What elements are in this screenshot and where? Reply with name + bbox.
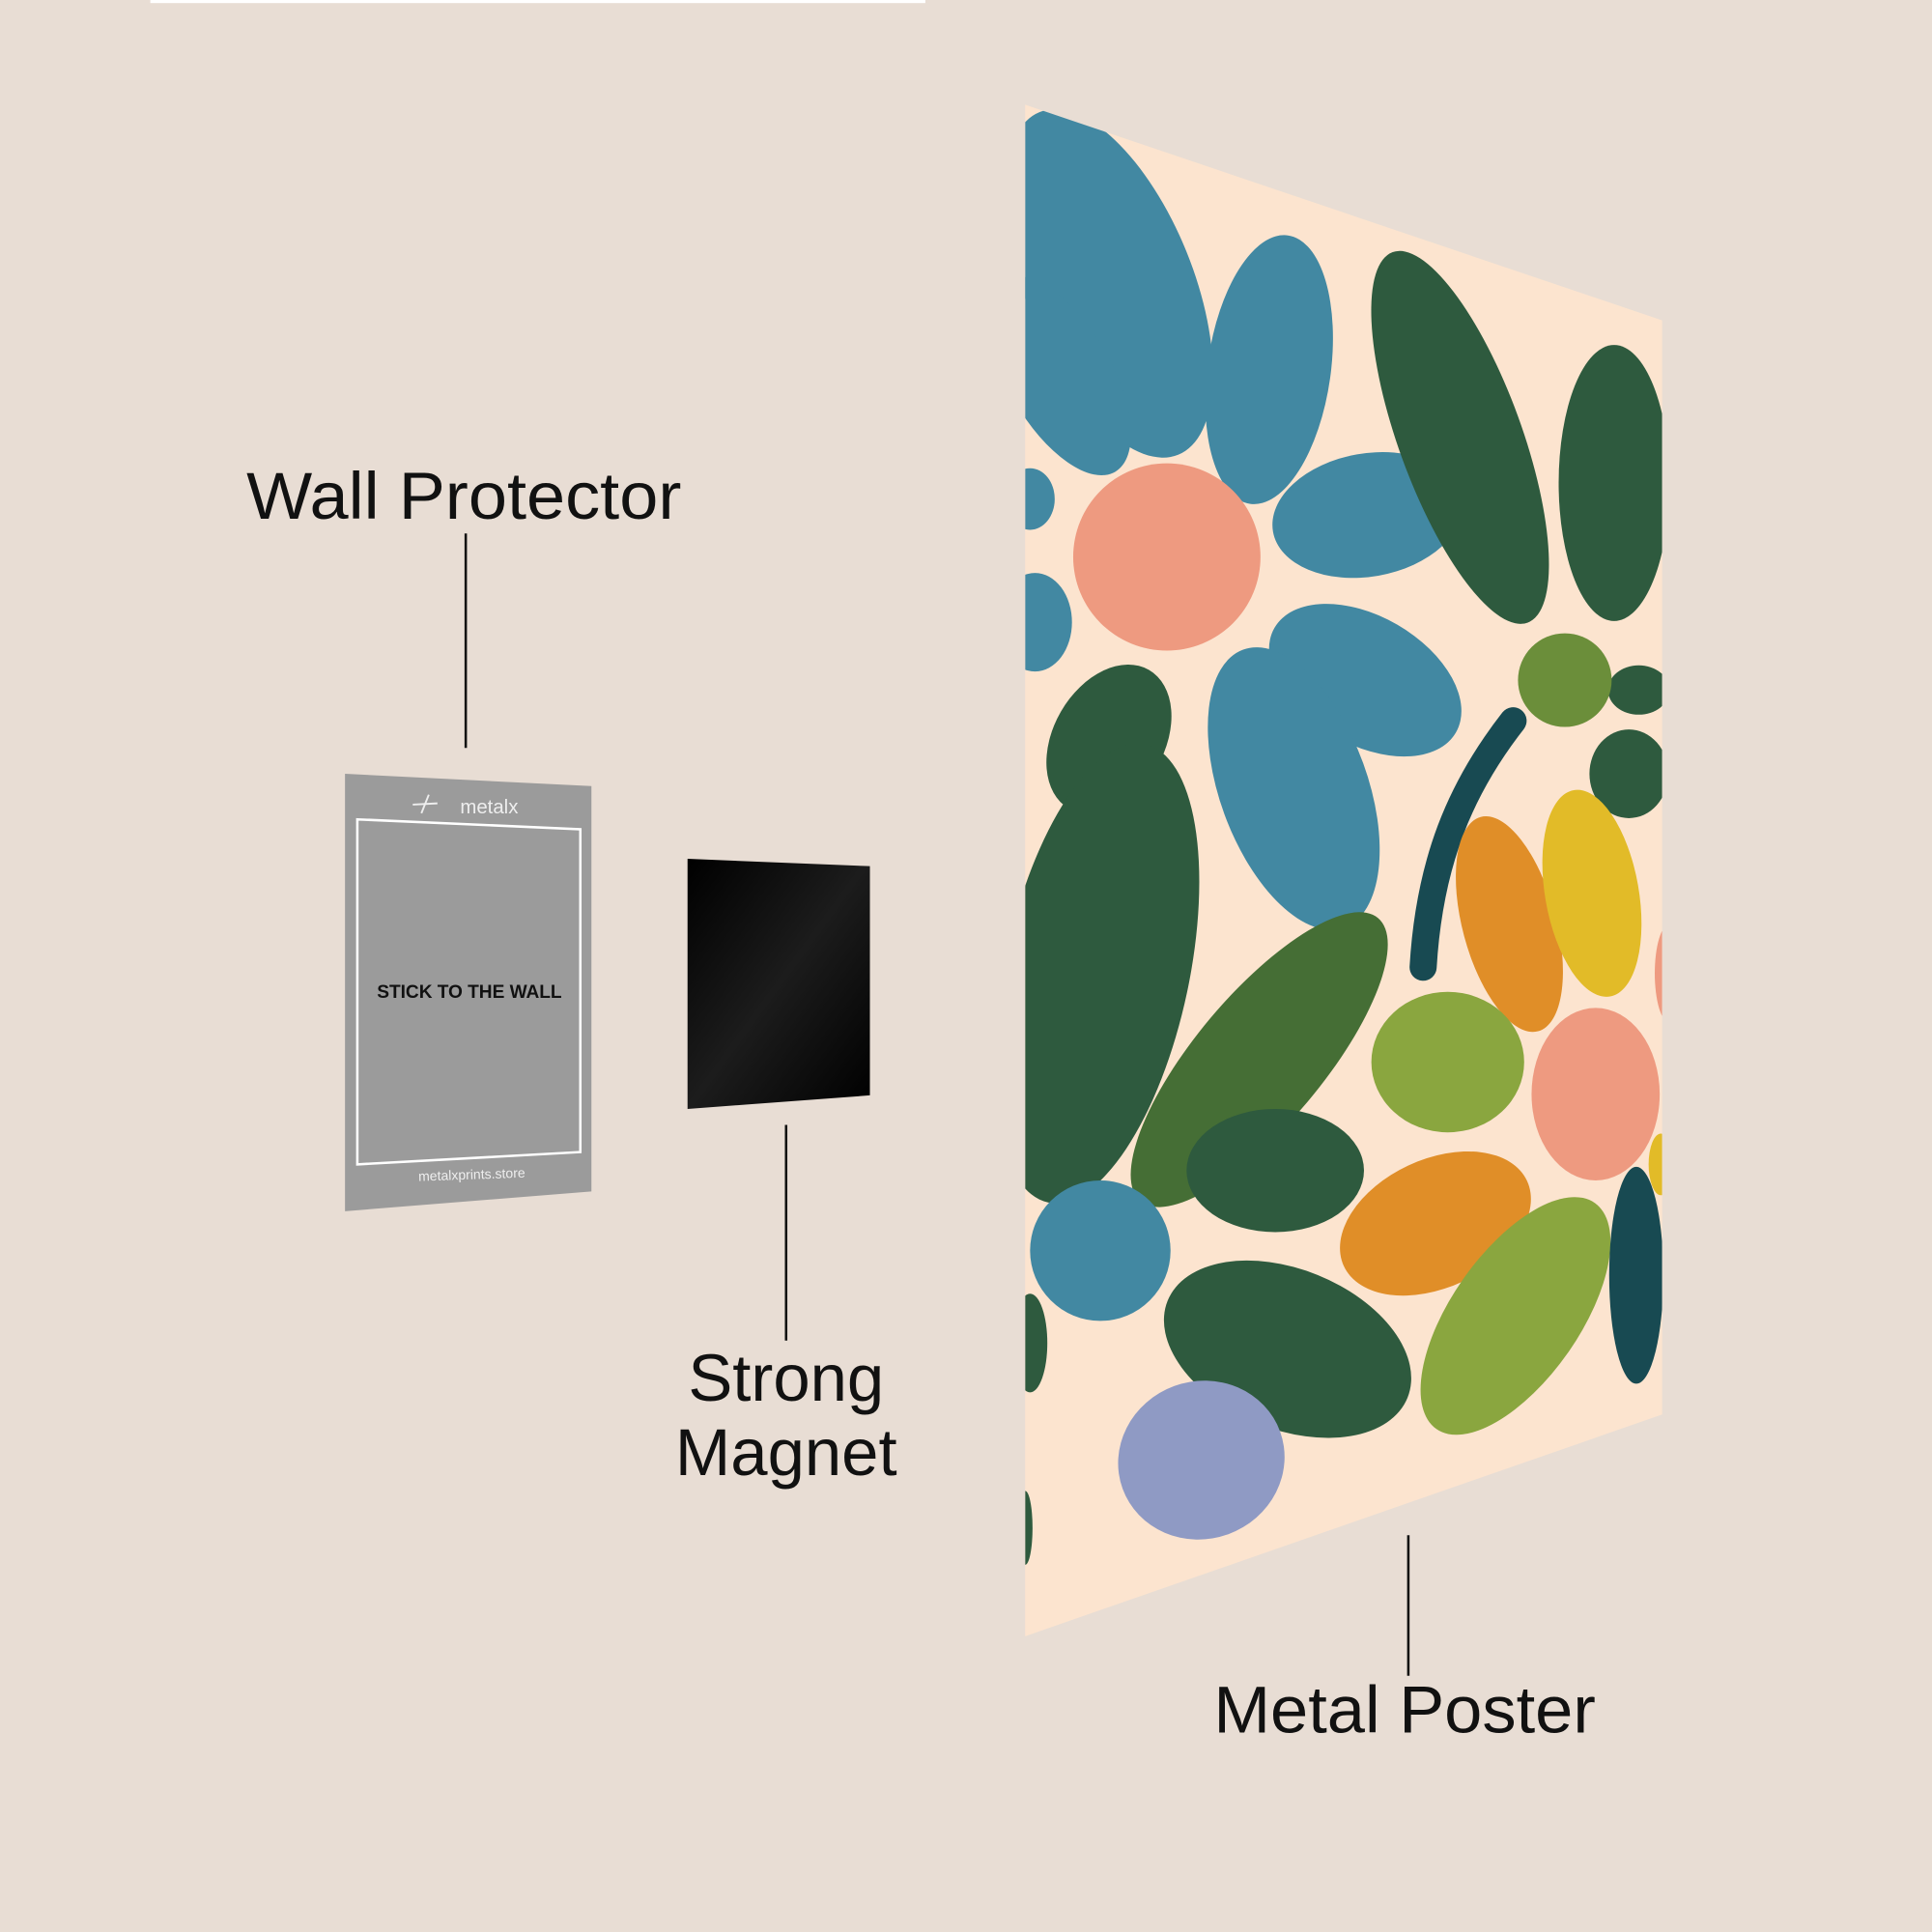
floral-artwork <box>1025 109 1662 1565</box>
protector-website: metalxprints.store <box>418 1165 526 1184</box>
magnet-label: Magnet <box>675 1415 897 1490</box>
protector-brand: metalx <box>460 797 518 818</box>
metal-poster-label: Metal Poster <box>1213 1672 1595 1747</box>
protector-instruction: STICK TO THE WALL <box>377 982 562 1003</box>
metal-poster <box>1025 104 1662 1636</box>
strong-label: Strong <box>688 1341 884 1415</box>
wall-protector-label: Wall Protector <box>246 459 681 533</box>
metalx-logo-icon <box>412 794 438 814</box>
top-edge-bar <box>150 0 925 4</box>
wall-protector: metalx STICK TO THE WALL metalxprints.st… <box>345 774 592 1211</box>
strong-magnet <box>687 859 870 1109</box>
